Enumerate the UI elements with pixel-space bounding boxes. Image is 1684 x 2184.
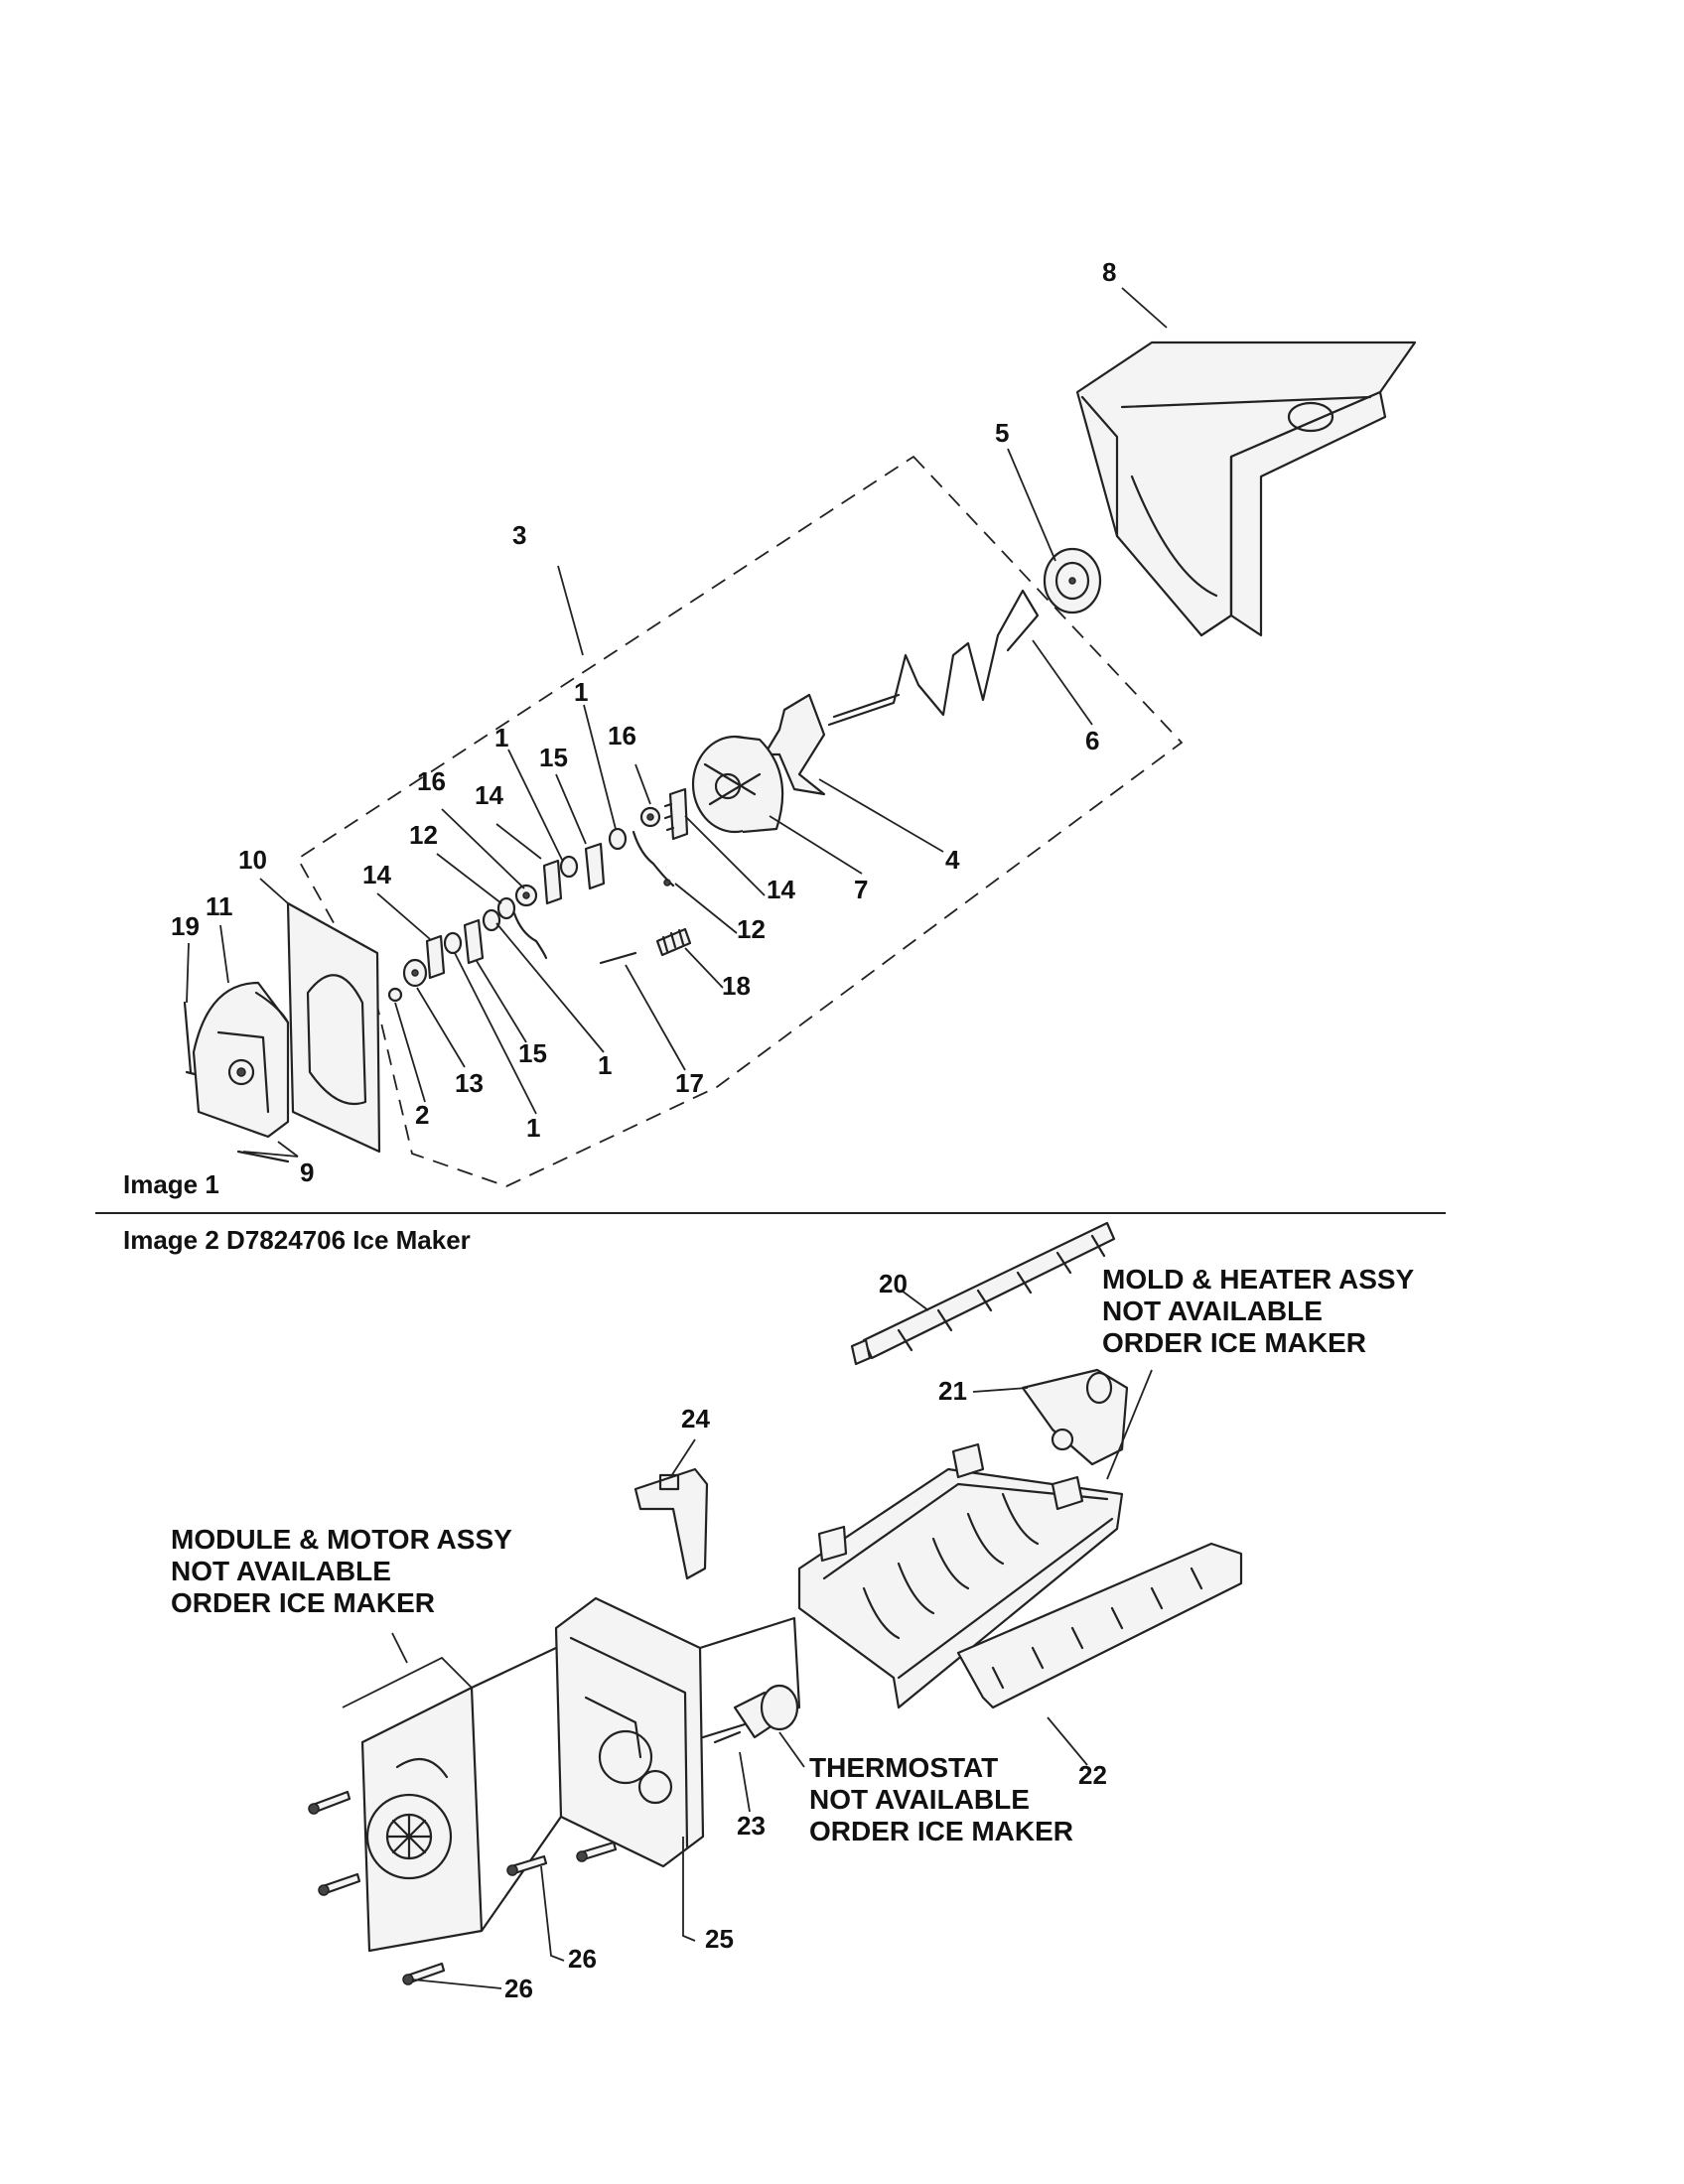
callout-8: 8 xyxy=(1102,257,1116,287)
callout-10: 10 xyxy=(238,845,267,875)
callout-20: 20 xyxy=(879,1269,908,1298)
callout-14c: 14 xyxy=(362,860,391,889)
callout-13: 13 xyxy=(455,1068,484,1098)
clips-part-19-9 xyxy=(183,1001,290,1163)
callout-1a: 1 xyxy=(574,677,588,707)
housing-part-11 xyxy=(192,981,290,1139)
thermostat-part-23 xyxy=(713,1684,799,1744)
image-2-caption: Image 2 D7824706 Ice Maker xyxy=(123,1225,471,1255)
callout-12b: 12 xyxy=(737,914,766,944)
image-1-caption: Image 1 xyxy=(123,1169,219,1199)
svg-text:NOT AVAILABLE: NOT AVAILABLE xyxy=(171,1556,391,1586)
callout-15a: 15 xyxy=(539,743,568,772)
screws-part-26 xyxy=(308,1790,618,1985)
callout-21: 21 xyxy=(938,1376,967,1406)
callout-26b: 26 xyxy=(504,1974,533,2003)
ice-bucket-part-8 xyxy=(1075,341,1417,637)
stripper-part-22 xyxy=(956,1542,1243,1709)
bracket-part-21 xyxy=(1021,1368,1129,1466)
callout-22: 22 xyxy=(1078,1760,1107,1790)
callout-7: 7 xyxy=(854,875,868,904)
callouts-image1: 8 5 3 6 1 16 1 15 16 14 4 7 14 12 10 14 … xyxy=(171,257,1116,1187)
drum-part-7 xyxy=(691,735,784,834)
auger-part-6 xyxy=(827,589,1040,727)
callout-9: 9 xyxy=(300,1158,314,1187)
callout-15b: 15 xyxy=(518,1038,547,1068)
callout-17: 17 xyxy=(675,1068,704,1098)
svg-text:ORDER ICE MAKER: ORDER ICE MAKER xyxy=(171,1587,435,1618)
callout-26a: 26 xyxy=(568,1944,597,1974)
callout-19: 19 xyxy=(171,911,200,941)
callout-6: 6 xyxy=(1085,726,1099,755)
svg-text:NOT AVAILABLE: NOT AVAILABLE xyxy=(1102,1296,1323,1326)
bearing-part-5 xyxy=(1043,547,1102,614)
mold-heater-part-20 xyxy=(850,1221,1116,1366)
assembly-3-boundary xyxy=(296,455,1184,1187)
ice-mold-body xyxy=(797,1442,1124,1709)
note-thermostat: THERMOSTAT NOT AVAILABLE ORDER ICE MAKER xyxy=(809,1752,1073,1846)
callout-25: 25 xyxy=(705,1924,734,1954)
note-mold-heater: MOLD & HEATER ASSY NOT AVAILABLE ORDER I… xyxy=(1102,1264,1415,1358)
callout-1d: 1 xyxy=(526,1113,540,1143)
callout-4: 4 xyxy=(945,845,960,875)
switch-bracket-part-24 xyxy=(633,1467,709,1580)
blade-part-4 xyxy=(763,693,826,796)
callout-24: 24 xyxy=(681,1404,710,1433)
callout-12a: 12 xyxy=(409,820,438,850)
svg-text:NOT AVAILABLE: NOT AVAILABLE xyxy=(809,1784,1030,1815)
callout-16b: 16 xyxy=(417,766,446,796)
callout-1b: 1 xyxy=(494,723,508,752)
svg-text:ORDER ICE MAKER: ORDER ICE MAKER xyxy=(1102,1327,1366,1358)
svg-text:MOLD & HEATER ASSY: MOLD & HEATER ASSY xyxy=(1102,1264,1415,1295)
callout-11: 11 xyxy=(206,891,233,921)
callout-14b: 14 xyxy=(767,875,795,904)
callout-3: 3 xyxy=(512,520,526,550)
svg-text:THERMOSTAT: THERMOSTAT xyxy=(809,1752,998,1783)
mount-plate-part-10 xyxy=(286,901,381,1154)
callout-2: 2 xyxy=(415,1100,429,1130)
callout-23: 23 xyxy=(737,1811,766,1841)
svg-text:MODULE & MOTOR ASSY: MODULE & MOTOR ASSY xyxy=(171,1524,512,1555)
callout-14a: 14 xyxy=(475,780,503,810)
callout-18: 18 xyxy=(722,971,751,1001)
callouts-image2: 20 21 24 22 23 25 26 26 xyxy=(504,1269,1107,2003)
small-parts-image1 xyxy=(387,787,692,1003)
motor-assy xyxy=(360,1646,563,1953)
leader-lines-image1 xyxy=(186,287,1168,1158)
callout-16a: 16 xyxy=(608,721,636,751)
callout-1c: 1 xyxy=(598,1050,612,1080)
note-module-motor: MODULE & MOTOR ASSY NOT AVAILABLE ORDER … xyxy=(171,1524,512,1618)
callout-5: 5 xyxy=(995,418,1009,448)
svg-text:ORDER ICE MAKER: ORDER ICE MAKER xyxy=(809,1816,1073,1846)
leader-lines-image2 xyxy=(342,1290,1153,1989)
